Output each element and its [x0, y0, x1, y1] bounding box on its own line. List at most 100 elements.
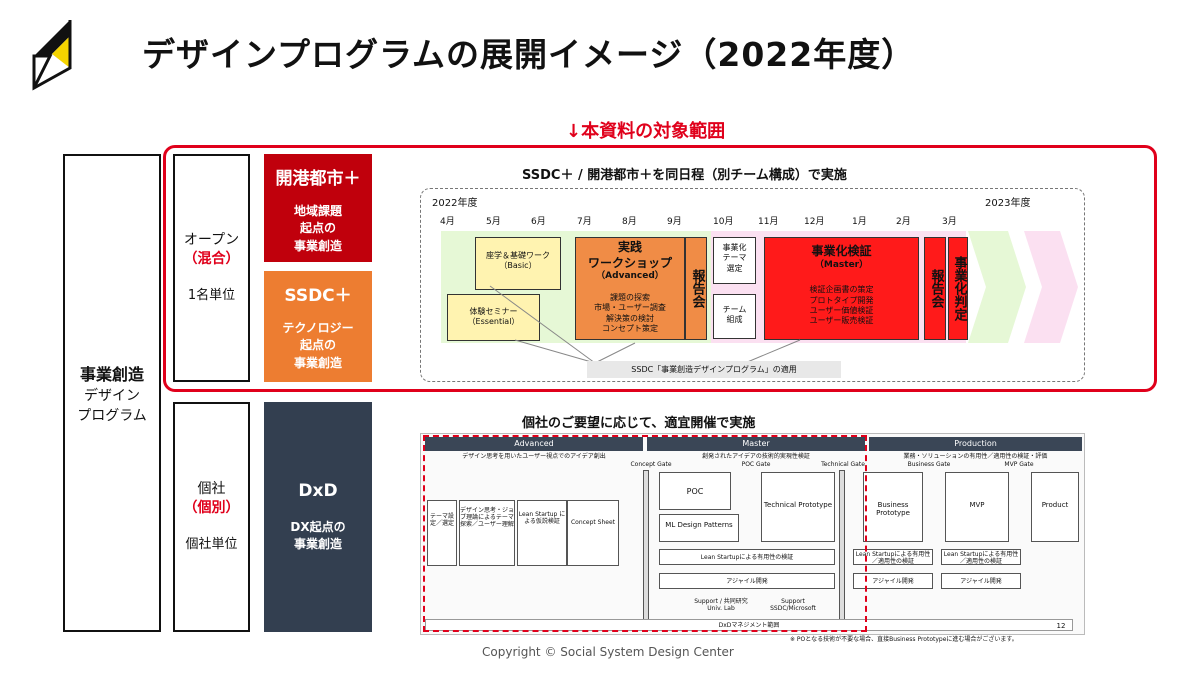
program-kaikou-desc-1: 地域課題	[293, 204, 342, 218]
unit-open-size: 1名単位	[187, 288, 236, 304]
advanced-box: 実践 ワークショップ （Advanced） 課題の探索 市場・ユーザー調査 解決…	[575, 237, 685, 340]
unit-individual-size: 個社単位	[185, 537, 238, 553]
box-lean1: Lean Startup による仮説検証	[517, 500, 567, 566]
unit-individual-paren-open: （	[183, 500, 198, 517]
unit-open-tag-line: （混合）	[184, 250, 240, 269]
program-root-box: 事業創造 デザイン プログラム	[63, 154, 161, 632]
program-ssdc-desc-1: テクノロジー	[282, 321, 354, 335]
master-desc-1: 検証企画書の策定	[809, 285, 874, 295]
month-label: 7月	[577, 217, 592, 227]
judge-box: 事業化判定	[948, 237, 968, 340]
team-label-2: 組成	[726, 315, 743, 325]
timeline-frame	[420, 188, 1085, 382]
gate-label: Business Gate	[907, 461, 951, 468]
judge-label: 事業化判定	[951, 256, 967, 321]
phase-master: Master	[647, 437, 865, 451]
year-end: 2023年度	[985, 198, 1031, 209]
phase-advanced: Advanced	[425, 437, 643, 451]
scope-frame	[163, 145, 1157, 392]
unit-individual-paren-close: ）	[225, 500, 240, 517]
box-mvp: MVP	[945, 472, 1009, 542]
band-arrow-pink	[1024, 231, 1078, 343]
program-dxd: DxD DX起点の 事業創造	[264, 402, 372, 632]
footnote: ※ POとなる技術が不要な場合、直接Business Prototypeに進む場…	[790, 636, 1018, 643]
program-ssdc-name: SSDC＋	[284, 286, 352, 306]
master-box: 事業化検証 （Master） 検証企画書の策定 プロトタイプ開発 ユーザー価値検…	[764, 237, 919, 340]
program-ssdc-desc-3: 事業創造	[293, 355, 342, 370]
band-arrow-green	[968, 231, 1026, 343]
box-ml-design: ML Design Patterns	[659, 514, 739, 542]
unit-individual-tag-line: （個別）	[184, 499, 240, 518]
advanced-master-scope	[423, 435, 867, 632]
scope-label: ↓本資料の対象範囲	[566, 121, 726, 142]
report-box-1: 報告会	[685, 237, 707, 340]
program-kaikou-name: 開港都市＋	[275, 169, 361, 189]
team-box: チーム 組成	[713, 294, 756, 339]
box-agile-3: アジャイル開発	[941, 573, 1021, 589]
dxd-process-diagram: Advanced Master Production デザイン思考を用いたユーザ…	[420, 433, 1085, 635]
month-label: 11月	[758, 217, 779, 227]
team-label-1: チーム	[722, 305, 747, 314]
root-label-2: デザイン	[84, 388, 140, 404]
logo	[30, 16, 76, 92]
basic-box: 座学＆基礎ワーク （Basic）	[475, 237, 561, 290]
program-dxd-desc-1: DX起点の	[290, 519, 346, 534]
root-label-1: 事業創造	[79, 365, 144, 384]
program-kaikou-desc-2: 起点の	[299, 221, 336, 236]
month-label: 8月	[622, 217, 637, 227]
month-label: 5月	[486, 217, 501, 227]
program-ssdc: SSDC＋ テクノロジー 起点の 事業創造	[264, 271, 372, 382]
phase-sub-advanced: デザイン思考を用いたユーザー視点でのアイデア創出	[462, 453, 606, 460]
program-dxd-name: DxD	[298, 480, 338, 501]
basic-sub: （Basic）	[499, 261, 537, 271]
box-design-thinking: デザイン思考・ジョブ理論によるテーマ探索／ユーザー理解	[459, 500, 515, 566]
theme-box: 事業化 テーマ 選定	[713, 237, 756, 284]
master-title: 事業化検証	[811, 244, 872, 258]
month-label: 4月	[440, 217, 455, 227]
month-label: 1月	[852, 217, 867, 227]
lower-subtitle: 個社のご要望に応じて、適宜開催で実施	[522, 416, 756, 431]
box-product: Product	[1031, 472, 1079, 542]
page-title: デザインプログラムの展開イメージ（2022年度）	[142, 35, 916, 74]
advanced-desc-4: コンセプト策定	[602, 324, 658, 334]
essential-label: 体験セミナー	[469, 307, 518, 316]
page-number: 12	[1056, 622, 1066, 630]
unit-open-paren-close: ）	[225, 251, 240, 268]
report-label-1: 報告会	[689, 269, 705, 308]
advanced-desc-3: 解決策の検討	[606, 313, 654, 323]
master-desc-4: ユーザー販売検証	[809, 316, 874, 326]
support-1: Support / 共同研究 Univ. Lab	[694, 598, 748, 613]
theme-label-2: テーマ	[722, 253, 747, 263]
box-agile-1: アジャイル開発	[659, 573, 835, 589]
month-label: 10月	[713, 217, 734, 227]
month-label: 2月	[896, 217, 911, 227]
month-label: 3月	[942, 217, 957, 227]
master-desc-3: ユーザー価値検証	[809, 306, 874, 316]
essential-box: 体験セミナー （Essential）	[447, 294, 540, 341]
box-agile-2: アジャイル開発	[853, 573, 933, 589]
unit-individual-tag: 個別	[197, 500, 226, 517]
theme-label-1: 事業化	[722, 243, 747, 252]
advanced-title-1: 実践	[617, 240, 642, 254]
support-2: Support SSDC/Microsoft	[770, 598, 816, 613]
box-theme-set: テーマ設定／選定	[427, 500, 457, 566]
essential-sub: （Essential）	[467, 317, 520, 327]
box-lean4: Lean Startupによる有用性／適用性の検証	[941, 549, 1021, 565]
phase-sub-master: 創発されたアイデアの技術的実現性検証	[702, 453, 810, 460]
report-label-2: 報告会	[928, 269, 944, 308]
gate-label: Concept Gate	[630, 461, 672, 468]
timeline-subtitle: SSDC＋ / 開港都市＋を同日程（別チーム構成）で実施	[522, 168, 847, 183]
month-label: 9月	[667, 217, 682, 227]
box-business-proto: Business Prototype	[863, 472, 923, 542]
unit-box-individual: 個社 （個別） 個社単位	[173, 402, 250, 632]
copyright: Copyright © Social System Design Center	[482, 645, 734, 659]
year-start: 2022年度	[432, 198, 478, 209]
box-poc: POC	[659, 472, 731, 510]
theme-label-3: 選定	[726, 263, 743, 273]
phase-sub-production: 業務・ソリューションの有用性／適用性の検証・評価	[903, 453, 1048, 460]
unit-open-tag: 混合	[197, 251, 226, 268]
program-kaikou: 開港都市＋ 地域課題 起点の 事業創造	[264, 154, 372, 262]
box-concept-sheet: Concept Sheet	[567, 500, 619, 566]
unit-open-name: オープン	[183, 232, 240, 249]
unit-individual-name: 個社	[197, 481, 226, 498]
